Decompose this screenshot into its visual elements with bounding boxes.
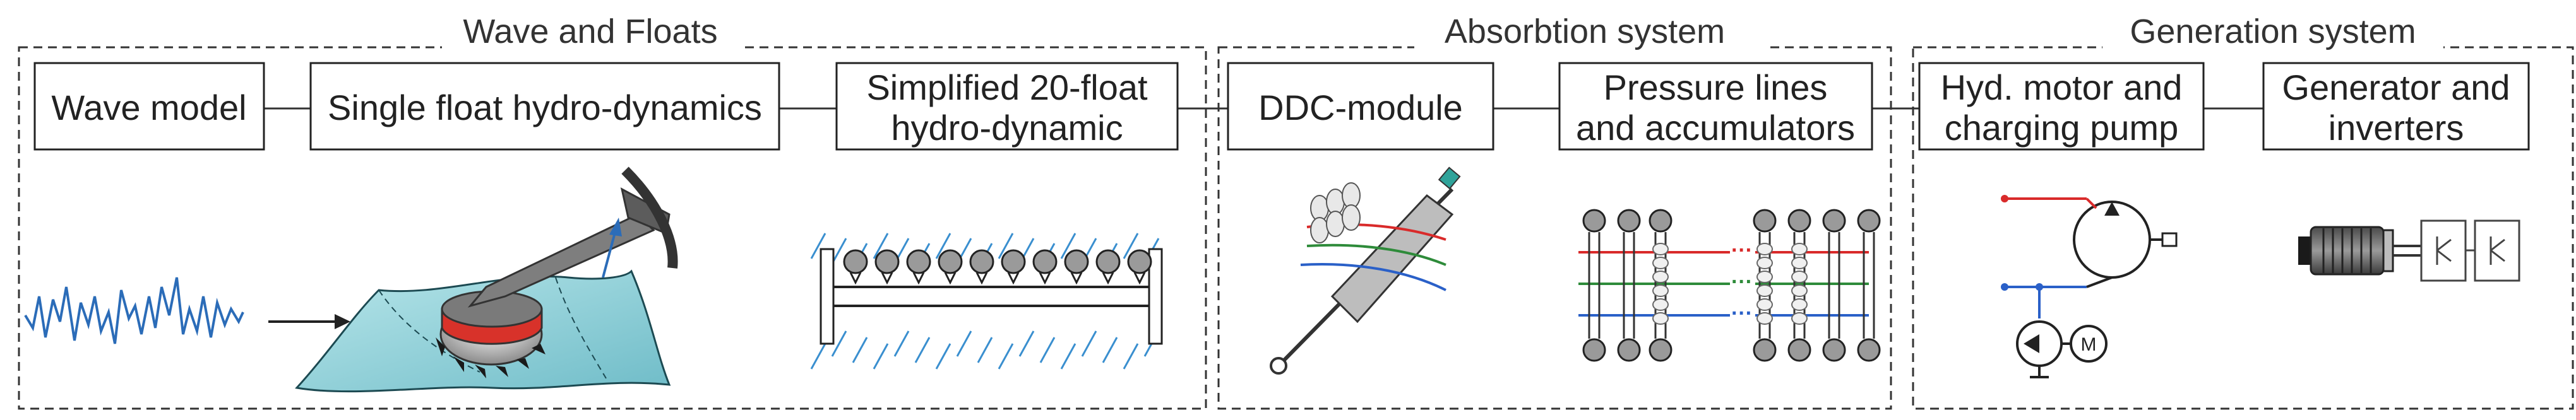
block-simplified-20-float: Simplified 20-float hydro-dynamic bbox=[835, 62, 1179, 151]
accumulator-column bbox=[1753, 209, 1777, 362]
accumulator-columns bbox=[1582, 209, 1881, 362]
water-stroke bbox=[831, 330, 847, 357]
accumulator-column bbox=[1822, 209, 1846, 362]
water-stroke bbox=[873, 343, 889, 370]
block-generator: Generator and inverters bbox=[2262, 62, 2530, 151]
water-stroke bbox=[852, 337, 868, 363]
water-stroke bbox=[935, 233, 951, 259]
array-float bbox=[906, 249, 931, 285]
water-stroke bbox=[810, 343, 826, 370]
water-stroke bbox=[810, 233, 826, 259]
wave-signal-illustration bbox=[24, 277, 244, 344]
water-stroke bbox=[1039, 337, 1056, 363]
water-stroke bbox=[977, 337, 993, 363]
block-pressure-lines-line2: and accumulators bbox=[1576, 108, 1855, 148]
array-float bbox=[1095, 249, 1121, 285]
accumulator-column bbox=[1617, 209, 1641, 362]
twenty-float-illustration bbox=[810, 233, 1163, 370]
block-simplified-20-line1: Simplified 20-float bbox=[866, 67, 1148, 107]
section-title-generation: Generation system bbox=[2130, 13, 2416, 50]
water-stroke bbox=[1018, 330, 1035, 357]
water-stroke bbox=[956, 330, 972, 357]
block-pressure-lines-line1: Pressure lines bbox=[1604, 67, 1828, 107]
water-stroke bbox=[998, 343, 1014, 370]
svg-text:···: ··· bbox=[1731, 238, 1753, 262]
svg-text:···: ··· bbox=[1731, 301, 1753, 325]
ddc-module-illustration bbox=[1270, 166, 1461, 375]
accumulator-column bbox=[1649, 209, 1673, 362]
block-single-float: Single float hydro-dynamics bbox=[309, 62, 780, 151]
block-simplified-20-line2: hydro-dynamic bbox=[891, 108, 1123, 148]
section-frame-wave-floats bbox=[18, 46, 1207, 410]
array-float bbox=[874, 249, 900, 285]
water-stroke bbox=[893, 330, 910, 357]
svg-text:···: ··· bbox=[1731, 270, 1753, 294]
block-generator-line2: inverters bbox=[2329, 108, 2464, 148]
water-stroke bbox=[1060, 233, 1076, 259]
block-wave-model-label: Wave model bbox=[51, 88, 246, 127]
array-float bbox=[1127, 249, 1152, 285]
block-hyd-motor-line2: charging pump bbox=[1945, 108, 2178, 148]
array-float bbox=[843, 249, 868, 285]
section-frame-generation bbox=[1912, 46, 2574, 410]
section-title-wave-floats: Wave and Floats bbox=[463, 13, 717, 50]
section-title-absorption: Absorbtion system bbox=[1445, 13, 1725, 50]
water-stroke bbox=[1081, 330, 1097, 357]
block-generator-line1: Generator and bbox=[2282, 67, 2510, 107]
float-row bbox=[843, 249, 1152, 285]
block-single-float-label: Single float hydro-dynamics bbox=[328, 88, 762, 127]
pressure-lines-illustration: ··· ··· ··· bbox=[1578, 209, 1881, 362]
block-ddc-module-label: DDC-module bbox=[1258, 88, 1463, 127]
array-float bbox=[1064, 249, 1089, 285]
water-stroke bbox=[935, 343, 951, 370]
arrow-to-float bbox=[268, 314, 350, 329]
block-pressure-lines: Pressure lines and accumulators bbox=[1558, 62, 1873, 151]
array-float bbox=[938, 249, 963, 285]
block-ddc-module: DDC-module bbox=[1227, 62, 1494, 151]
water-stroke bbox=[1060, 343, 1076, 370]
water-stroke bbox=[831, 238, 847, 264]
block-hyd-motor: Hyd. motor and charging pump bbox=[1918, 62, 2205, 151]
single-float-illustration bbox=[295, 166, 678, 393]
accumulator-column bbox=[1787, 209, 1811, 362]
motor-symbol-label: M bbox=[2081, 334, 2097, 355]
block-wave-model: Wave model bbox=[33, 62, 265, 151]
accumulator-column bbox=[1582, 209, 1606, 362]
water-stroke bbox=[873, 233, 889, 259]
water-stroke bbox=[1123, 343, 1139, 370]
array-float bbox=[1001, 249, 1026, 285]
water-stroke bbox=[914, 337, 931, 363]
hydraulic-circuit-illustration: M bbox=[2001, 195, 2178, 378]
accumulator-column bbox=[1857, 209, 1881, 362]
water-stroke bbox=[1123, 233, 1139, 259]
generator-illustration bbox=[2298, 219, 2520, 282]
water-stroke bbox=[998, 233, 1014, 259]
array-float bbox=[969, 249, 994, 285]
block-hyd-motor-line1: Hyd. motor and bbox=[1941, 67, 2183, 107]
water-stroke bbox=[1102, 337, 1118, 363]
array-float bbox=[1032, 249, 1058, 285]
